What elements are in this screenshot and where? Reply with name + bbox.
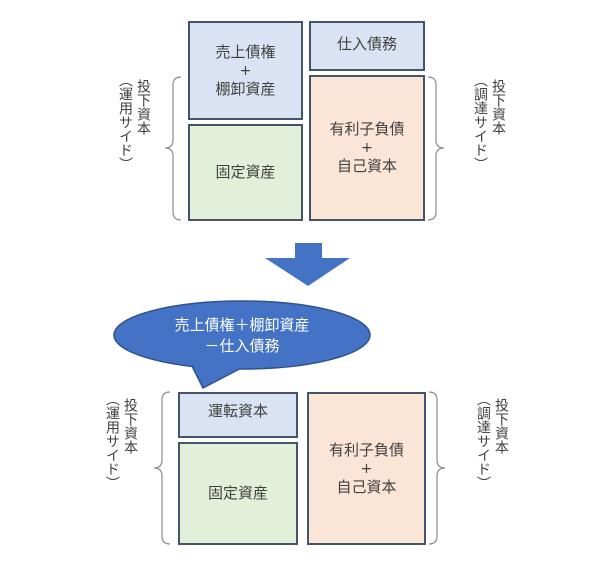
working-capital-label: 運転資本 [207, 401, 268, 420]
interest-bearing-debt-label: 有利子負債 [329, 120, 405, 138]
callout-text: 売上債権＋棚卸資産 －仕入債務 [130, 315, 354, 357]
fixed-assets-label: 固定資産 [207, 484, 268, 502]
bottom-left-side-label: 投下資本 （運用サイド） [104, 392, 138, 490]
callout-line-1: 売上債権＋棚卸資産 [174, 316, 310, 334]
financing-side-label: （調達サイド） [472, 73, 488, 171]
callout-line-2: －仕入債務 [204, 337, 280, 355]
fixed-assets-box: 固定資産 [178, 442, 298, 545]
bottom-right-brace [428, 391, 446, 545]
debt-equity-box: 有利子負債 + 自己資本 [309, 75, 425, 221]
inventory-label: 棚卸資産 [215, 79, 276, 98]
top-right-side-label: 投下資本 （調達サイド） [472, 73, 506, 171]
fixed-assets-box: 固定資産 [188, 124, 303, 221]
bottom-right-side-label: 投下資本 （調達サイド） [475, 392, 509, 490]
callout-bubble [113, 300, 371, 390]
plus-sign: + [360, 460, 373, 477]
equity-label: 自己資本 [336, 157, 397, 175]
receivables-inventory-box: 売上債権 + 棚卸資産 [188, 21, 303, 120]
top-left-brace [164, 76, 182, 221]
fixed-assets-label: 固定資産 [215, 163, 276, 181]
payables-box: 仕入債務 [309, 21, 425, 71]
operating-side-label: （運用サイド） [117, 73, 133, 171]
operating-side-label: （運用サイド） [104, 392, 120, 490]
invested-capital-label: 投下資本 [135, 79, 151, 135]
equity-label: 自己資本 [336, 477, 397, 496]
invested-capital-label: 投下資本 [493, 398, 509, 454]
plus-sign: + [239, 62, 252, 79]
debt-equity-box: 有利子負債 + 自己資本 [307, 392, 426, 545]
financing-side-label: （調達サイド） [475, 392, 491, 490]
working-capital-box: 運転資本 [178, 392, 298, 438]
down-arrow-icon [265, 243, 350, 286]
top-left-side-label: 投下資本 （運用サイド） [117, 73, 151, 171]
invested-capital-label: 投下資本 [490, 79, 506, 135]
plus-sign: + [361, 140, 373, 156]
bottom-left-brace [153, 391, 171, 545]
receivables-label: 売上債権 [215, 42, 276, 61]
top-right-brace [427, 76, 445, 221]
interest-bearing-debt-label: 有利子負債 [328, 440, 404, 459]
payables-label: 仕入債務 [336, 34, 397, 53]
invested-capital-label: 投下資本 [122, 398, 138, 454]
